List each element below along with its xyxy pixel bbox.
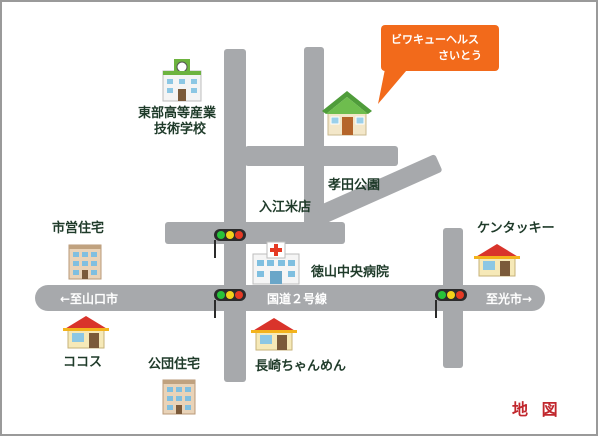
coco-label: ココス (63, 355, 103, 370)
signal-pole (214, 240, 216, 258)
signal-pole (435, 300, 437, 318)
road-mid-horizontal (165, 222, 345, 244)
callout-line1: ビワキューヘルス (391, 33, 479, 46)
route2-label: 国道２号線 (267, 292, 328, 306)
road-top-horizontal (245, 146, 398, 166)
to-yamaguchi-label: ←至山口市 (60, 292, 119, 306)
kentucky-label: ケンタッキー (477, 221, 555, 236)
callout-line2: さいとう (438, 49, 482, 62)
hospital-label: 徳山中央病院 (311, 265, 390, 280)
restaurant-icon (474, 244, 520, 277)
traffic-signal-icon (214, 289, 246, 301)
destination-callout: ビワキューヘルス さいとう (381, 25, 499, 71)
nagasaki-chanmen-label: 長崎ちゃんめん (255, 359, 347, 374)
traffic-signal-icon (214, 229, 246, 241)
takada-park-label: 孝田公園 (328, 178, 381, 193)
irie-rice-shop-label: 入江米店 (259, 200, 312, 215)
school-icon (162, 59, 202, 102)
to-hikari-label: 至光市→ (486, 292, 533, 306)
map-title: 地 図 (512, 400, 562, 419)
signal-pole (214, 300, 216, 318)
apartment-icon (162, 379, 196, 415)
public-housing-label: 公団住宅 (148, 357, 201, 372)
city-housing-label: 市営住宅 (52, 221, 105, 236)
restaurant-icon (63, 316, 109, 349)
school-label-line1: 東部高等産業 (138, 106, 217, 121)
traffic-signal-icon (435, 289, 467, 301)
school-label-line2: 技術学校 (154, 122, 207, 137)
restaurant-icon (251, 318, 297, 351)
hospital-icon (252, 241, 300, 285)
house-icon (322, 91, 372, 136)
callout-pointer (378, 64, 412, 104)
apartment-icon (68, 244, 102, 280)
road-vertical-mid (304, 47, 324, 243)
road-vertical-left (224, 49, 246, 382)
